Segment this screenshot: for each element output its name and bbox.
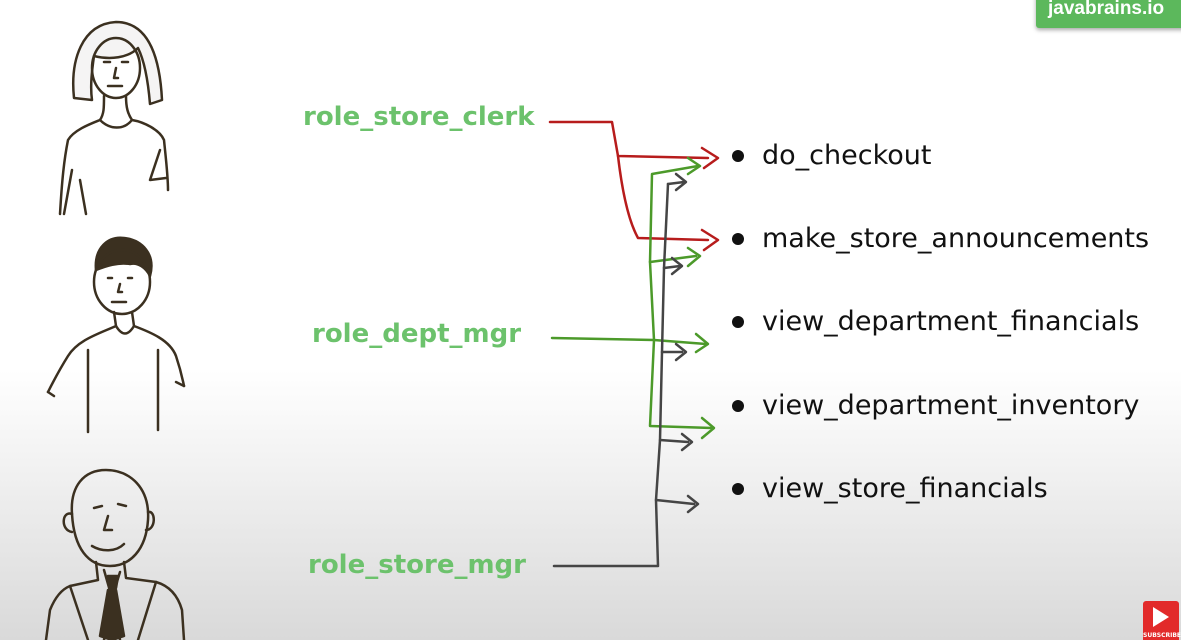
permission-item: make_store_announcements bbox=[732, 223, 1149, 254]
dept-mgr-arrows bbox=[550, 156, 716, 440]
permission-item: do_checkout bbox=[732, 140, 931, 171]
bullet-icon bbox=[732, 399, 744, 412]
role-store-mgr: role_store_mgr bbox=[308, 550, 526, 580]
brand-label: javabrains.io bbox=[1048, 0, 1165, 19]
bullet-icon bbox=[732, 232, 744, 245]
subscribe-label: SUBSCRIBE bbox=[1143, 632, 1181, 639]
store-mgr-figure bbox=[44, 468, 186, 640]
permission-item: view_store_financials bbox=[732, 473, 1048, 504]
permission-item: view_department_inventory bbox=[732, 390, 1139, 421]
play-icon bbox=[1153, 607, 1169, 627]
bullet-icon bbox=[732, 482, 744, 495]
permission-label: view_department_inventory bbox=[762, 390, 1140, 421]
subscribe-button[interactable]: SUBSCRIBE bbox=[1143, 601, 1181, 640]
permission-label: do_checkout bbox=[762, 140, 932, 171]
store-clerk-arrows bbox=[548, 120, 720, 252]
brand-badge[interactable]: javabrains.io bbox=[1036, 0, 1181, 28]
role-store-clerk: role_store_clerk bbox=[303, 102, 535, 132]
bullet-icon bbox=[732, 149, 744, 162]
permission-item: view_department_financials bbox=[732, 306, 1139, 337]
bullet-icon bbox=[732, 315, 744, 328]
store-clerk-figure bbox=[58, 20, 170, 216]
store-mgr-arrows bbox=[552, 172, 700, 568]
permission-label: make_store_announcements bbox=[762, 223, 1150, 254]
role-dept-mgr: role_dept_mgr bbox=[312, 319, 522, 349]
permission-label: view_department_financials bbox=[762, 306, 1140, 337]
dept-mgr-figure bbox=[46, 236, 186, 434]
permission-label: view_store_financials bbox=[762, 473, 1048, 504]
